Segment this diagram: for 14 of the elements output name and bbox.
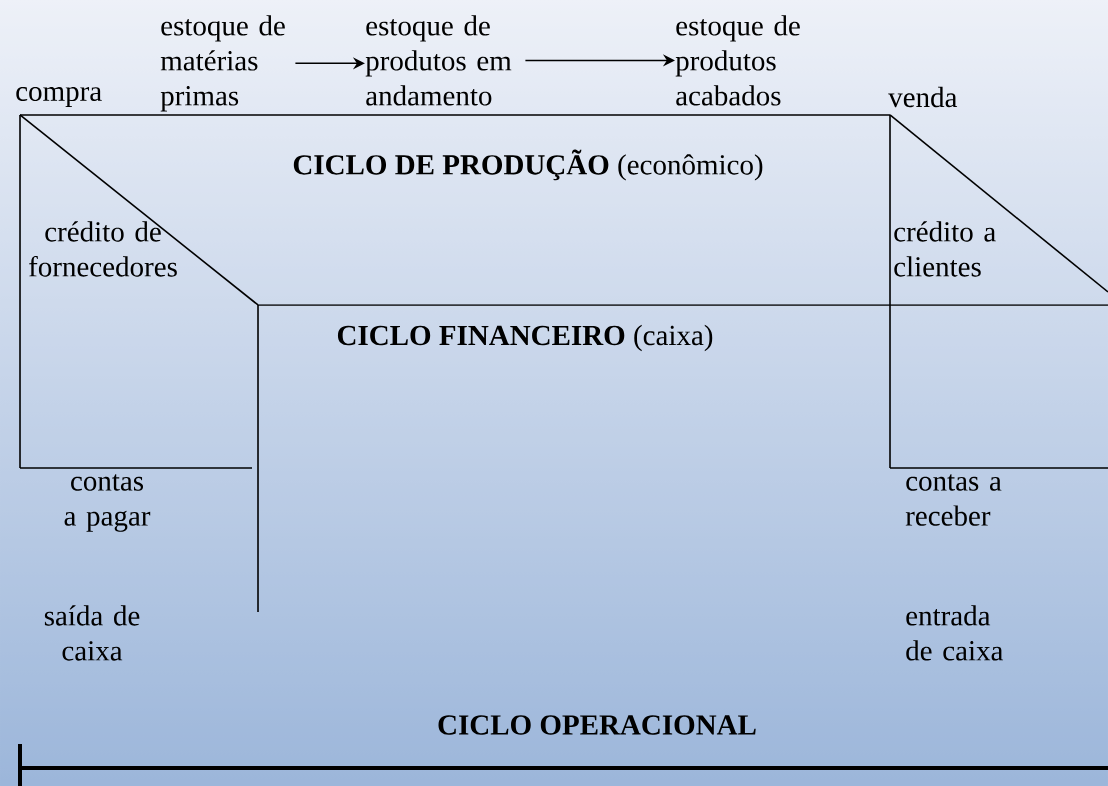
text-label: crédito de fornecedores bbox=[29, 221, 177, 277]
text-label: crédito a clientes bbox=[894, 221, 996, 277]
text-label: CICLO FINANCEIRO (caixa) bbox=[337, 324, 713, 352]
text-label: saída de caixa bbox=[44, 605, 140, 661]
text-label: contas a pagar bbox=[64, 474, 151, 532]
stock-label: estoque de produtos em andamento bbox=[365, 15, 512, 106]
text-label: venda bbox=[888, 86, 958, 108]
text-label: contas a receber bbox=[905, 474, 1002, 526]
text-label: CICLO DE PRODUÇÃO (econômico) bbox=[293, 149, 763, 181]
text-label: compra bbox=[16, 87, 102, 107]
text-label: entrada de caixa bbox=[906, 605, 1003, 661]
stock-label: estoque de produtos acabados bbox=[675, 15, 800, 106]
stock-label: estoque de matérias primas bbox=[160, 15, 285, 112]
text-label: CICLO OPERACIONAL bbox=[438, 715, 756, 735]
